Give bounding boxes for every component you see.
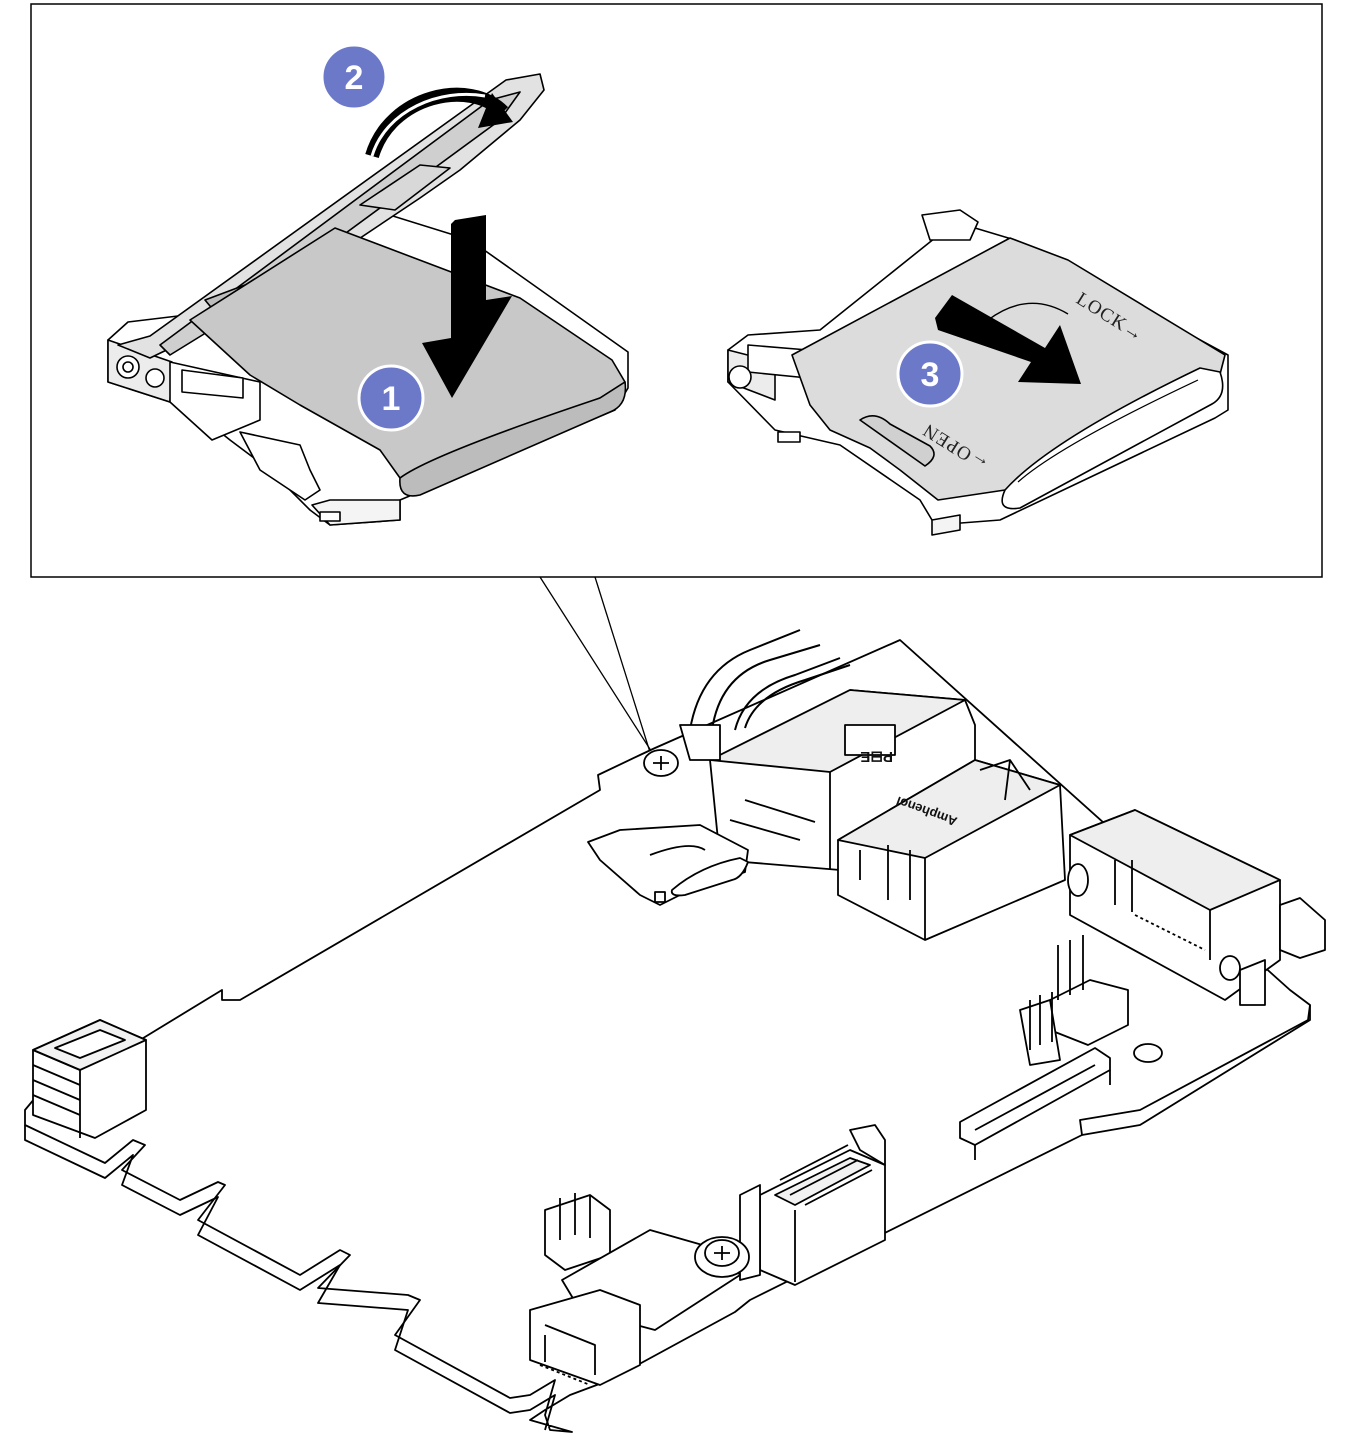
mounting-hole bbox=[1133, 1043, 1163, 1063]
callout-1-number: 1 bbox=[382, 380, 401, 418]
socket-closed bbox=[727, 209, 1229, 536]
arrow-slide bbox=[935, 295, 1081, 384]
cable-bundle bbox=[689, 629, 851, 731]
callout-1: 1 bbox=[357, 364, 425, 432]
socket-open-with-card bbox=[107, 73, 629, 526]
detail-inset: LOCK→ ←OPEN 1 2 3 bbox=[30, 3, 1323, 578]
arrow-down bbox=[422, 215, 512, 398]
microsd-socket-on-board bbox=[587, 824, 749, 906]
screw-usb bbox=[643, 749, 679, 777]
screw-module bbox=[694, 1236, 750, 1278]
vga-connector bbox=[1067, 809, 1326, 1006]
callout-3: 3 bbox=[896, 340, 964, 408]
callout-2: 2 bbox=[320, 43, 388, 111]
arrow-rotate bbox=[365, 87, 513, 159]
power-connector bbox=[739, 1124, 886, 1286]
connector-mark: P⊟E bbox=[860, 748, 893, 765]
callout-3-number: 3 bbox=[921, 356, 940, 394]
ribbon-connector bbox=[959, 1047, 1111, 1160]
corner-post bbox=[32, 1019, 147, 1139]
callout-2-number: 2 bbox=[345, 59, 364, 97]
usb-block-front: Amphenol bbox=[837, 759, 1066, 941]
pin-header-upper bbox=[1019, 935, 1129, 1066]
system-board: P⊟E Amphenol bbox=[24, 629, 1326, 1433]
